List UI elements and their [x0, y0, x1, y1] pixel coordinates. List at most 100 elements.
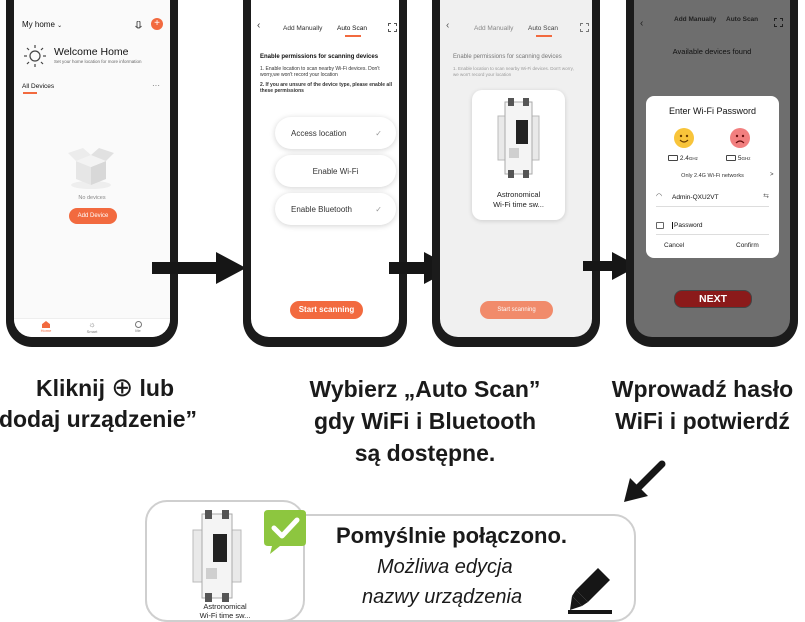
scan-frame-icon[interactable] — [388, 23, 397, 32]
all-devices-underline — [23, 92, 37, 94]
only-24-networks-arrow[interactable]: > — [770, 172, 774, 178]
back-arrow-icon[interactable]: ‹ — [446, 20, 450, 31]
home-selector-label: My home — [22, 20, 55, 29]
cancel-button[interactable]: Cancel — [664, 242, 685, 249]
band-5-value: 5 — [737, 155, 742, 162]
password-row[interactable]: Password — [656, 220, 769, 235]
nav-smart[interactable]: ☼ Smart — [80, 320, 104, 334]
bottom-nav: Home ☼ Smart Me — [14, 318, 170, 337]
band-24-unit: GHz — [688, 156, 698, 161]
wifi-password-dialog: Enter Wi-Fi Password 2.4GHz 5 GHz Only 2.… — [646, 96, 779, 258]
more-menu[interactable]: ··· — [152, 81, 160, 90]
tab-add-manually[interactable]: Add Manually — [674, 16, 717, 23]
enable-wifi-button[interactable]: Enable Wi-Fi — [275, 155, 396, 187]
band-24-value: 2.4 — [679, 155, 689, 162]
arrow-right-1 — [152, 262, 218, 274]
caption-step-2-line-1: Wybierz „Auto Scan” — [309, 376, 541, 402]
tab-auto-scan[interactable]: Auto Scan — [337, 25, 367, 32]
empty-box-illustration — [66, 143, 116, 191]
nav-home[interactable]: Home — [34, 321, 58, 333]
caption-step-3: Wprowadź hasło WiFi i potwierdź — [600, 373, 805, 437]
password-field[interactable]: Password — [672, 222, 703, 229]
sun-icon — [24, 45, 46, 67]
arrow-down-left — [620, 460, 668, 506]
home-icon — [42, 321, 50, 328]
caption-step-2-line-2: gdy WiFi i Bluetooth — [313, 408, 537, 434]
arrow-right-3 — [583, 261, 613, 271]
permissions-title: Enable permissions for scanning devices — [260, 54, 379, 60]
start-scanning-button[interactable]: Start scanning — [480, 301, 553, 319]
welcome-title: Welcome Home — [54, 46, 129, 58]
success-device-name: Astronomical Wi-Fi time sw... — [199, 602, 251, 620]
success-check-badge — [262, 508, 308, 556]
tab-auto-scan-underline — [536, 35, 552, 37]
success-title: Pomyślnie połączono. — [336, 523, 568, 548]
router-icon — [668, 155, 678, 162]
enable-bluetooth-label: Enable Bluetooth — [291, 204, 352, 214]
happy-face-icon — [674, 128, 694, 148]
sad-face-icon — [730, 128, 750, 148]
next-button[interactable]: NEXT — [674, 290, 752, 308]
router-icon — [726, 155, 736, 162]
phone-auto-scan: ‹ Add Manually Auto Scan Enable permissi… — [243, 0, 407, 347]
microphone-icon[interactable] — [134, 19, 143, 30]
nav-me-label: Me — [135, 328, 141, 333]
home-screen: My home ⌄ + Welcome Home Set your home l… — [14, 0, 170, 337]
caption-step-2-line-3: są dostępne. — [354, 440, 496, 466]
tab-add-manually[interactable]: Add Manually — [474, 25, 514, 32]
enable-bluetooth-button[interactable]: Enable Bluetooth ✓ — [275, 193, 396, 225]
success-line-1: Możliwa edycja — [377, 556, 513, 578]
phone-scanning: ‹ Add Manually Auto Scan Enable permissi… — [432, 0, 600, 347]
caption-step-2: Wybierz „Auto Scan” gdy WiFi i Bluetooth… — [295, 373, 555, 469]
check-icon: ✓ — [375, 204, 382, 214]
scanning-screen: ‹ Add Manually Auto Scan Enable permissi… — [440, 0, 592, 337]
caption-step-1-line-2: dodaj urządzenie” — [0, 406, 198, 432]
caption-step-1-suffix: lub — [139, 375, 175, 401]
edit-marker-icon — [568, 566, 614, 614]
caption-step-1: Kliknij ⊕ lub dodaj urządzenie” — [0, 372, 210, 435]
scan-frame-icon[interactable] — [774, 18, 783, 27]
permissions-title: Enable permissions for scanning devices — [453, 54, 562, 60]
band-24-label: 2.4GHz — [668, 155, 698, 162]
add-device-button[interactable]: Add Device — [69, 208, 117, 224]
confirm-button[interactable]: Confirm — [736, 242, 759, 249]
home-selector[interactable]: My home ⌄ — [22, 20, 62, 29]
caption-step-3-line-1: Wprowadź hasło — [611, 376, 794, 402]
welcome-subtitle[interactable]: Set your home location for more informat… — [54, 59, 142, 64]
access-location-button[interactable]: Access location ✓ — [275, 117, 396, 149]
permissions-text-1: 1. Enable location to scan nearby Wi-Fi … — [260, 66, 380, 78]
caption-step-1-prefix: Kliknij — [35, 375, 105, 401]
arrow-head-1 — [216, 252, 246, 284]
din-rail-switch-image — [191, 510, 243, 602]
success-line-2: nazwy urządzenia — [362, 586, 523, 608]
available-devices-text: Available devices found — [672, 47, 752, 56]
back-arrow-icon[interactable]: ‹ — [640, 18, 644, 29]
access-location-label: Access location — [291, 128, 347, 138]
no-devices-text: No devices — [78, 195, 106, 201]
nav-me[interactable]: Me — [126, 321, 150, 333]
tab-auto-scan-underline — [345, 35, 361, 37]
only-24-networks-note: Only 2.4G Wi-Fi networks — [681, 173, 744, 179]
back-arrow-icon[interactable]: ‹ — [257, 20, 261, 31]
scan-frame-icon[interactable] — [580, 23, 589, 32]
found-device-card[interactable]: Astronomical Wi-Fi time sw... — [472, 90, 565, 220]
tab-auto-scan[interactable]: Auto Scan — [726, 16, 759, 23]
check-icon: ✓ — [375, 128, 382, 138]
phone-home: My home ⌄ + Welcome Home Set your home l… — [6, 0, 178, 347]
caption-step-1-line-1: Kliknij ⊕ lub — [0, 372, 210, 404]
dialog-title: Enter Wi-Fi Password — [668, 106, 757, 116]
tab-auto-scan[interactable]: Auto Scan — [528, 25, 558, 32]
all-devices-tab[interactable]: All Devices — [22, 83, 55, 90]
switch-network-icon[interactable]: ⇆ — [763, 193, 769, 200]
ssid-value: Admin-QXU2VT — [672, 194, 719, 201]
add-device-plus-button[interactable]: + — [151, 18, 163, 30]
start-scanning-button[interactable]: Start scanning — [290, 301, 363, 319]
tab-add-manually[interactable]: Add Manually — [283, 25, 323, 32]
success-device-card: Astronomical Wi-Fi time sw... — [145, 500, 305, 622]
enable-wifi-label: Enable Wi-Fi — [312, 166, 359, 176]
ssid-row[interactable]: ◠ Admin-QXU2VT ⇆ — [656, 192, 769, 207]
phone-wifi-password: ‹ Add Manually Auto Scan Available devic… — [626, 0, 798, 347]
auto-scan-screen: ‹ Add Manually Auto Scan Enable permissi… — [251, 0, 399, 337]
nav-home-label: Home — [40, 328, 52, 333]
chevron-down-icon: ⌄ — [57, 23, 63, 29]
